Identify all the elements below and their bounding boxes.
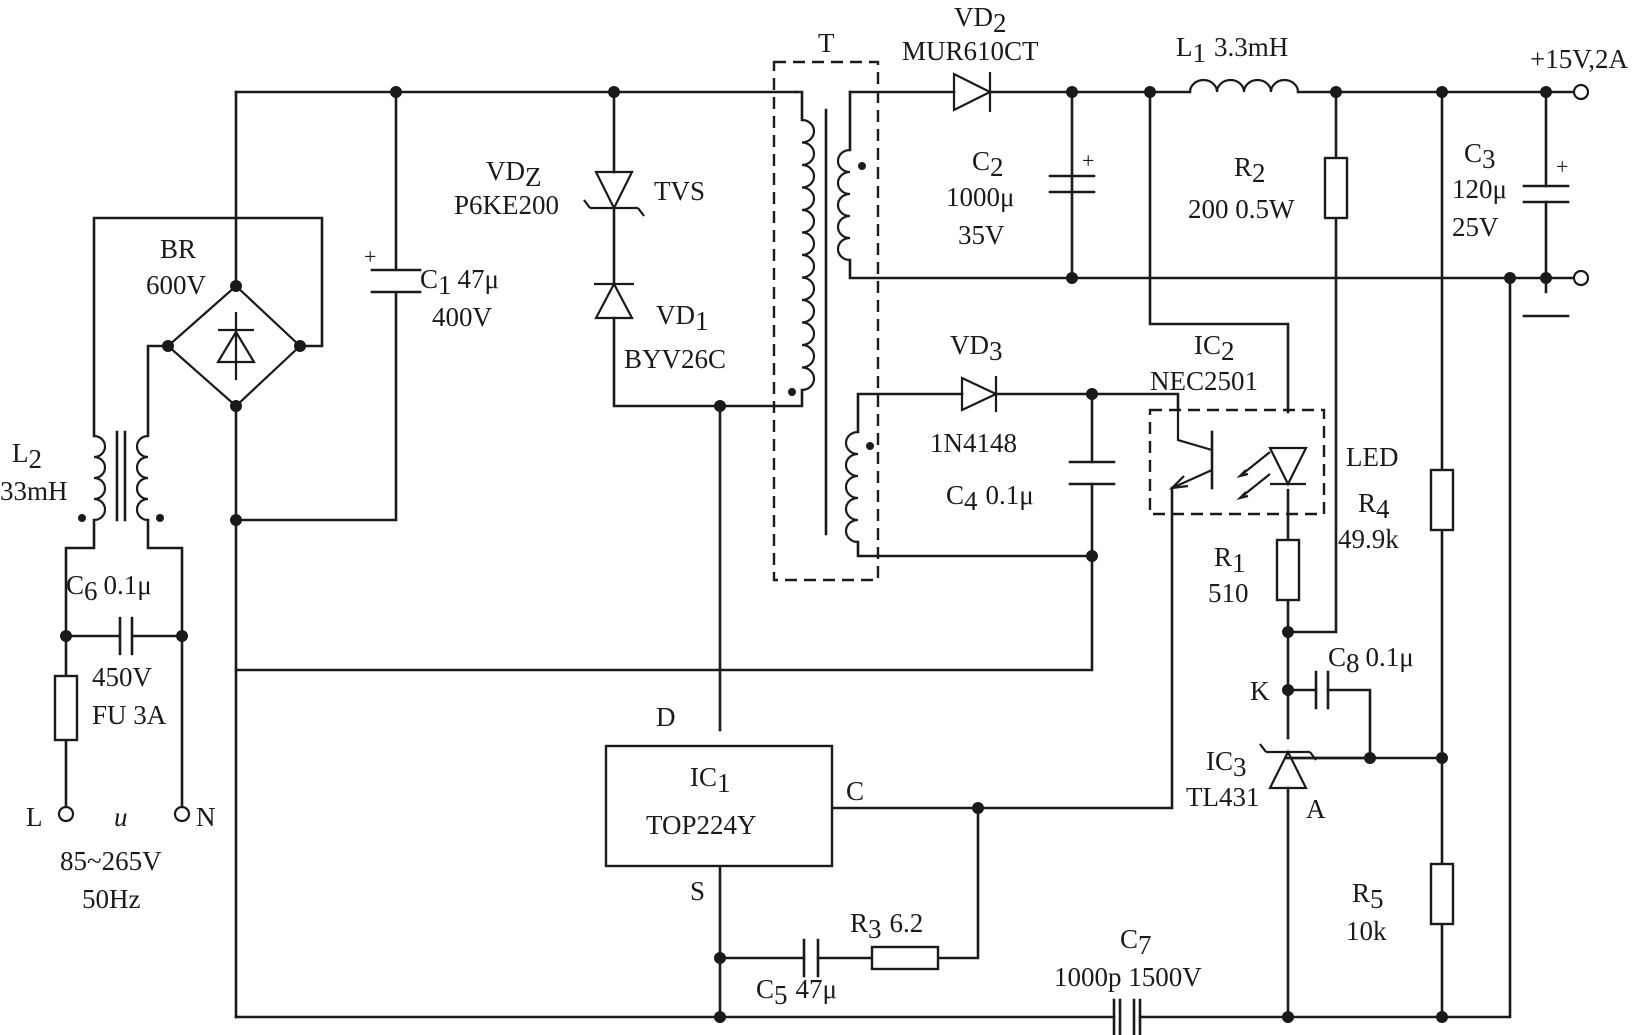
vd1-part: BYV26C: [624, 344, 726, 374]
ic1-pin-s: S: [690, 876, 705, 906]
r2-symbol: [1323, 156, 1349, 220]
c7-label: C7: [1120, 924, 1152, 960]
r1-label: R1: [1214, 542, 1246, 578]
c1-symbol: +: [364, 244, 422, 294]
c4-symbol: [1068, 460, 1116, 486]
bridge-rectifier-symbol: [166, 284, 302, 408]
c6-rating: 450V: [92, 662, 153, 692]
c2-value: 1000μ: [946, 182, 1014, 212]
ic2-label: IC2: [1194, 330, 1235, 366]
c5-symbol: [802, 938, 820, 978]
c8-symbol: [1314, 670, 1330, 710]
ic2-led-label: LED: [1346, 442, 1398, 472]
c3-value: 120μ: [1452, 174, 1507, 204]
l2-value: 33mH: [0, 476, 68, 506]
vdz-part: P6KE200: [454, 190, 559, 220]
ic3-label: IC3: [1206, 746, 1247, 782]
r5-label: R5: [1352, 878, 1384, 914]
c3-label: C3: [1464, 138, 1496, 174]
input-symbol-u: u: [114, 802, 128, 832]
ic2-optocoupler-symbol: [1148, 408, 1326, 516]
c3-symbol: +: [1522, 154, 1570, 204]
ic1-part: TOP224Y: [646, 810, 757, 840]
bridge-name: BR: [160, 234, 196, 264]
input-terminal-n: N: [196, 802, 216, 832]
vd1-label: VD1: [656, 300, 709, 336]
vd2-label: VD2: [954, 2, 1007, 38]
ic3-part: TL431: [1186, 782, 1260, 812]
input-terminals: [57, 805, 191, 823]
fuse-label: FU 3A: [92, 700, 167, 730]
junction-dots: [60, 86, 1552, 1023]
ic1-label: IC1: [690, 762, 731, 798]
l2-label: L2: [12, 438, 42, 474]
ic2-part: NEC2501: [1150, 366, 1258, 396]
r4-label: R4: [1358, 488, 1390, 524]
vd3-part: 1N4148: [930, 428, 1017, 458]
svg-text:+: +: [1556, 154, 1568, 179]
r3-symbol: [870, 945, 940, 971]
bridge-rating: 600V: [146, 270, 207, 300]
vd2-symbol: [952, 72, 993, 112]
wires: [64, 90, 1576, 1035]
vd1-symbol: [594, 281, 634, 320]
vd2-part: MUR610CT: [902, 36, 1039, 66]
vd3-symbol: [960, 376, 999, 412]
vdz-type: TVS: [654, 176, 705, 206]
c2-label: C2: [972, 146, 1004, 182]
r1-value: 510: [1208, 578, 1249, 608]
c2-symbol: +: [1048, 148, 1096, 194]
c7-value: 1000p 1500V: [1054, 962, 1202, 992]
fuse-symbol: [53, 674, 79, 742]
ic1-pin-c: C: [846, 776, 864, 806]
ic3-tl431-symbol: [1259, 743, 1317, 790]
c1-rating: 400V: [432, 302, 493, 332]
svg-text:+: +: [1082, 148, 1094, 173]
ic1-pin-d: D: [656, 702, 676, 732]
transformer-symbol: [772, 60, 880, 582]
vdz-label: VDZ: [486, 156, 542, 192]
l2-symbol: [78, 430, 164, 522]
r2-value: 200 0.5W: [1188, 194, 1295, 224]
c7-symbol: [1118, 998, 1136, 1035]
r5-symbol: [1429, 862, 1455, 926]
transformer-name: T: [818, 28, 835, 58]
input-voltage-label: 85~265V: [60, 846, 162, 876]
ic3-pin-k: K: [1250, 676, 1270, 706]
vd3-label: VD3: [950, 330, 1003, 366]
ic1-block: [604, 744, 834, 868]
svg-text:+: +: [364, 244, 376, 269]
r4-symbol: [1429, 468, 1455, 532]
r2-label: R2: [1234, 152, 1266, 188]
c6-symbol: [118, 616, 134, 656]
output-label: +15V,2A: [1530, 44, 1628, 74]
r1-symbol: [1275, 538, 1301, 602]
vdz-tvs-symbol: [583, 170, 645, 217]
r4-value: 49.9k: [1338, 524, 1399, 554]
c3-rating: 25V: [1452, 212, 1499, 242]
ic3-pin-a: A: [1306, 794, 1326, 824]
output-terminals: [1572, 83, 1590, 287]
l1-symbol: [1188, 78, 1300, 93]
c2-rating: 35V: [958, 220, 1005, 250]
input-frequency-label: 50Hz: [82, 884, 140, 914]
input-terminal-l: L: [26, 802, 43, 832]
r5-value: 10k: [1346, 916, 1387, 946]
